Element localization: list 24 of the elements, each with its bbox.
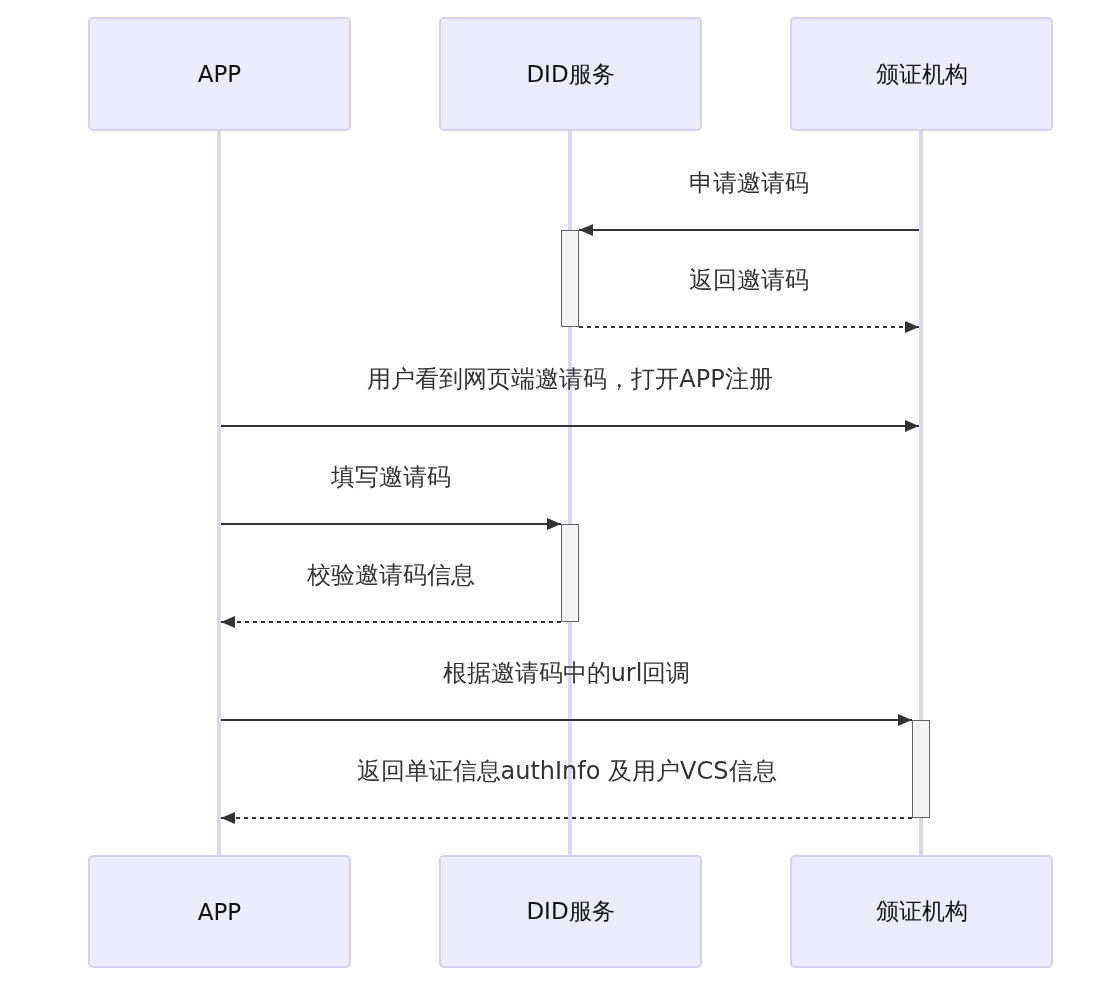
participant-box: APP bbox=[88, 17, 351, 131]
edge-label: 用户看到网页端邀请码，打开APP注册 bbox=[367, 364, 773, 394]
arrow bbox=[220, 714, 913, 726]
dashed-arrow bbox=[220, 812, 913, 824]
edge-label: 返回单证信息authInfo 及用户VCS信息 bbox=[356, 756, 777, 786]
dashed-arrow bbox=[220, 616, 562, 628]
arrow bbox=[220, 518, 562, 530]
arrow bbox=[220, 420, 920, 432]
participant-box: 颁证机构 bbox=[790, 855, 1053, 968]
arrow bbox=[578, 224, 920, 236]
lifeline bbox=[217, 131, 221, 855]
participant-box: 颁证机构 bbox=[790, 17, 1053, 131]
edge-label: 申请邀请码 bbox=[689, 168, 809, 198]
edge-label: 返回邀请码 bbox=[689, 265, 809, 295]
edge-label: 根据邀请码中的url回调 bbox=[442, 658, 691, 688]
dashed-arrow bbox=[578, 321, 920, 333]
edge-label: 校验邀请码信息 bbox=[307, 560, 475, 590]
activation-bar bbox=[561, 230, 579, 327]
participant-box: APP bbox=[88, 855, 351, 968]
participant-box: DID服务 bbox=[439, 855, 702, 968]
edge-label: 填写邀请码 bbox=[331, 462, 451, 492]
activation-bar bbox=[561, 524, 579, 622]
participant-box: DID服务 bbox=[439, 17, 702, 131]
activation-bar bbox=[912, 720, 930, 818]
